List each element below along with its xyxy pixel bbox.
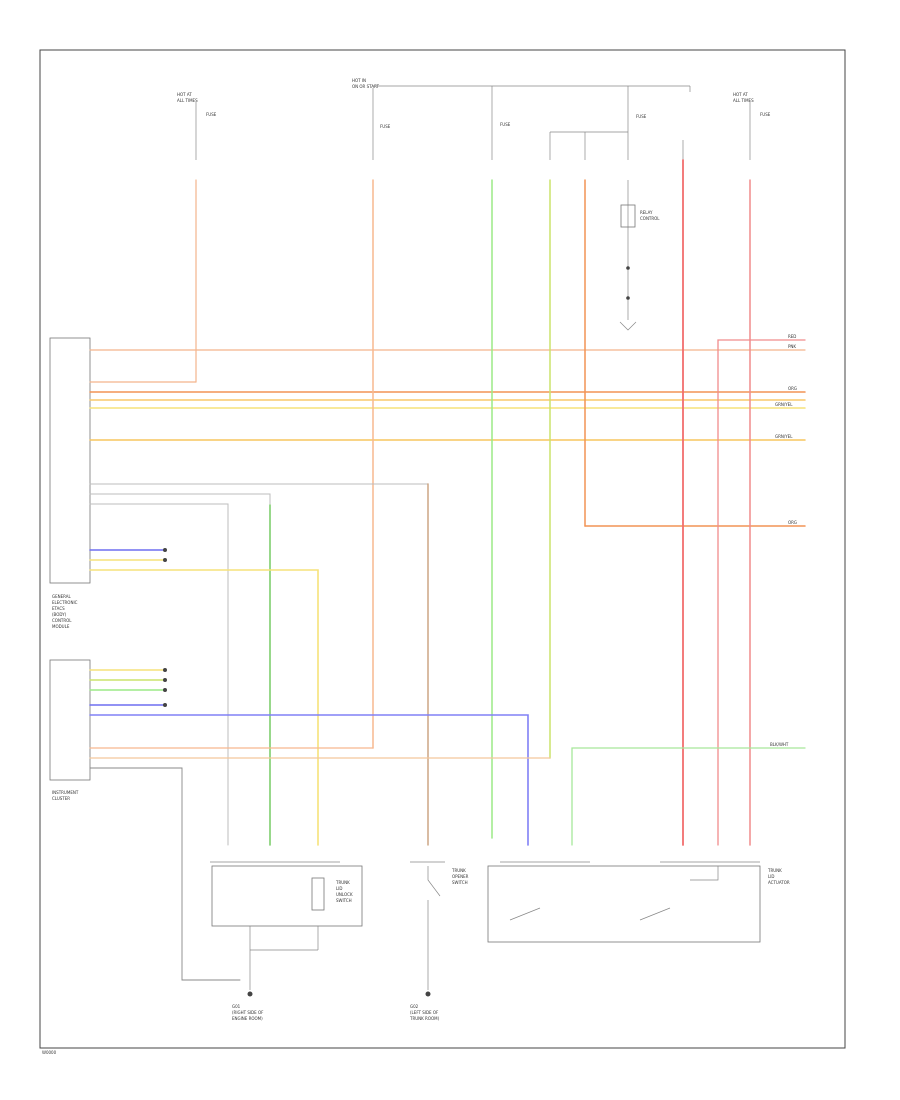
relay-fuse-detail: FUSE — [636, 114, 647, 119]
wire-green-right — [571, 747, 806, 846]
cluster-label-2: CLUSTER — [52, 796, 70, 801]
opener-label-1: TRUNK — [451, 868, 466, 873]
edge-label-blkwht: BLK/WHT — [770, 742, 789, 747]
unlock-label-1: TRUNK — [335, 880, 350, 885]
opener-label-3: SWITCH — [452, 880, 468, 885]
unlock-label-4: SWITCH — [336, 898, 352, 903]
edge-label-gy-2: GRN/YEL — [775, 434, 793, 439]
page-id: W0000 — [42, 1050, 57, 1055]
connector-dots — [163, 548, 167, 707]
relay-label-1: RELAY — [640, 210, 653, 215]
right-fuse-detail: FUSE — [760, 112, 771, 117]
unlock-label-2: LID — [336, 886, 343, 891]
actuator-label-3: ACTUATOR — [768, 880, 790, 885]
fuse-details: FUSE FUSE FUSE FUSE FUSE — [206, 112, 771, 129]
bcm-label-5: CONTROL — [52, 618, 72, 623]
cluster-label: INSTRUMENT CLUSTER — [52, 790, 79, 801]
edge-label-org-2: ORG — [788, 520, 797, 525]
right-fuse-label-2: ALL TIMES — [733, 98, 754, 103]
bcm-label: GENERAL ELECTRONIC ETACS (BODY) CONTROL … — [52, 594, 78, 629]
relay-label-2: CONTROL — [640, 216, 660, 221]
center-fuse-label-1: HOT IN — [352, 78, 366, 83]
actuator-label-2: LID — [768, 874, 775, 879]
edge-labels: PNK RED ORG GRN/YEL GRN/YEL ORG BLK/WHT — [770, 334, 797, 747]
wire-gray-1 — [89, 483, 429, 846]
edge-label-pnk: PNK — [788, 344, 796, 349]
ground-1-label-2: (RIGHT SIDE OF — [232, 1010, 264, 1015]
bcm-label-2: ELECTRONIC — [52, 600, 78, 605]
actuator-label-1: TRUNK — [767, 868, 782, 873]
ground-1-label-3: ENGINE ROOM) — [232, 1016, 263, 1021]
opener-label-2: OPENER — [452, 874, 469, 879]
bottom-components: TRUNK LID UNLOCK SWITCH G01 (RIGHT SIDE … — [210, 861, 790, 1021]
edge-label-red: RED — [788, 334, 796, 339]
left-fuse-label-2: ALL TIMES — [177, 98, 198, 103]
cluster-box — [49, 659, 91, 781]
right-fuse-label-1: HOT AT — [733, 92, 748, 97]
edge-label-org: ORG — [788, 386, 797, 391]
center-fuse-label-2: ON OR START — [352, 84, 380, 89]
wire-pnk-return — [717, 339, 806, 846]
bcm-box — [49, 337, 91, 584]
wire-cluster-blu-long — [89, 714, 529, 846]
wire-gray-2 — [89, 493, 271, 506]
fuse-labels: HOT AT ALL TIMES HOT IN ON OR START HOT … — [177, 78, 754, 103]
cluster-label-1: INSTRUMENT — [52, 790, 79, 795]
wires — [89, 159, 806, 981]
ground-2-label-2: (LEFT SIDE OF — [410, 1010, 439, 1015]
edge-label-gy: GRN/YEL — [775, 402, 793, 407]
bcm-label-3: ETACS — [52, 606, 65, 611]
wire-yel-bcm-2 — [89, 569, 319, 846]
bcm-label-4: (BODY) — [52, 612, 67, 617]
diagram-frame — [39, 49, 846, 1049]
unlock-switch-box — [211, 865, 363, 927]
power-feeds — [195, 85, 751, 160]
bcm-label-6: MODULE — [52, 624, 70, 629]
center-relay-chain: RELAY CONTROL — [619, 180, 660, 331]
wire-cluster-gray — [89, 767, 241, 981]
actuator-box — [487, 865, 761, 943]
center-fuse-detail: FUSE — [380, 124, 391, 129]
ground-1-label-1: G01 — [232, 1004, 241, 1009]
mid-fuse-detail: FUSE — [500, 122, 511, 127]
bcm-label-1: GENERAL — [52, 594, 72, 599]
unlock-label-3: UNLOCK — [336, 892, 353, 897]
wire-gray-3 — [89, 503, 229, 846]
left-fuse-label-1: HOT AT — [177, 92, 192, 97]
left-fuse-detail: FUSE — [206, 112, 217, 117]
ground-2-label-1: G02 — [410, 1004, 419, 1009]
ground-2-label-3: TRUNK ROOM) — [409, 1016, 440, 1021]
